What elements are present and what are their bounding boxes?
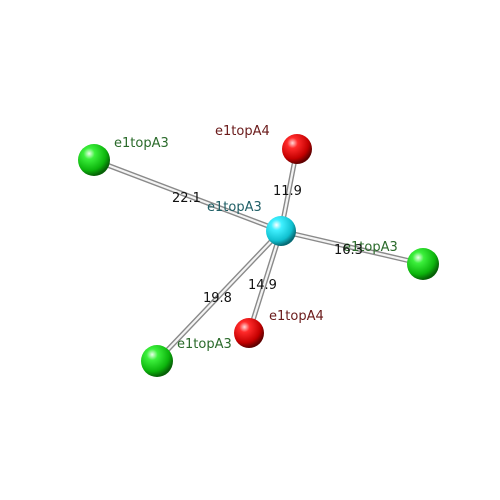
atom-label-g1: e1topA3 bbox=[114, 136, 169, 151]
atom-label-g3: e1topA3 bbox=[177, 337, 232, 352]
green-sphere-g3 bbox=[141, 345, 173, 377]
cyan-sphere-center bbox=[266, 216, 296, 246]
atom-label-center: e1topA3 bbox=[207, 200, 262, 215]
distance-label-g3: 19.8 bbox=[203, 291, 232, 306]
distance-label-r1: 11.9 bbox=[273, 184, 302, 199]
atom-label-r2: e1topA4 bbox=[269, 309, 324, 324]
atom-label-r1: e1topA4 bbox=[215, 124, 270, 139]
green-sphere-g2 bbox=[407, 248, 439, 280]
red-sphere-r1 bbox=[282, 134, 312, 164]
atom-label-g2: e1topA3 bbox=[343, 240, 398, 255]
distance-label-r2: 14.9 bbox=[248, 278, 277, 293]
bond-g1 bbox=[91, 157, 284, 234]
atom-layer bbox=[78, 134, 439, 377]
bond-g2 bbox=[278, 228, 426, 267]
bond-g3 bbox=[154, 228, 284, 364]
bond-r2 bbox=[246, 228, 284, 336]
distance-label-g1: 22.1 bbox=[172, 191, 201, 206]
label-layer: e1topA3 e1topA3 e1topA4 e1topA3 e1topA4 e1top… bbox=[114, 124, 398, 352]
green-sphere-g1 bbox=[78, 144, 110, 176]
distance-label-g2: 16.3 bbox=[334, 243, 363, 258]
red-sphere-r2 bbox=[234, 318, 264, 348]
